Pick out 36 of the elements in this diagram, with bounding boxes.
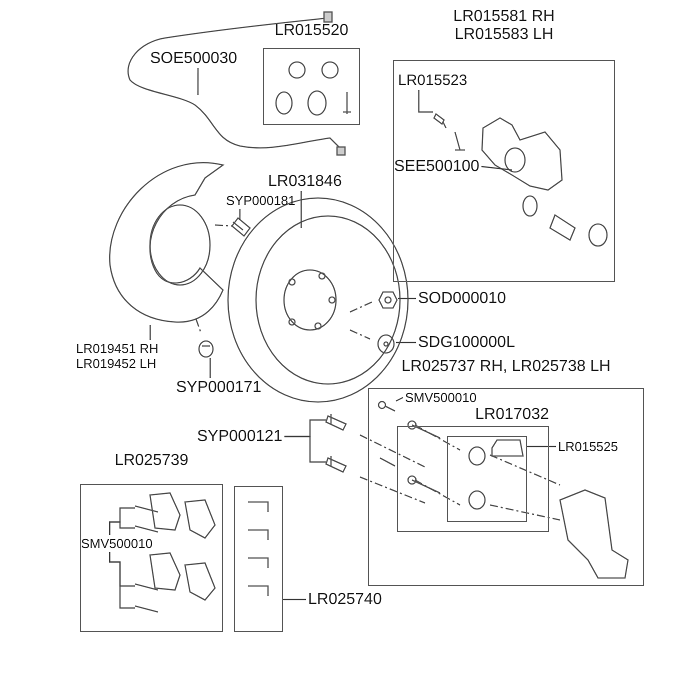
leader-line: [396, 396, 404, 402]
part-number: SMV500010: [81, 537, 153, 552]
part-number: LR015581 RH: [452, 8, 556, 26]
leader-line: [300, 191, 302, 228]
part-number: LR015523: [398, 72, 468, 90]
part-number: LR025737 RH, LR025738 LH: [400, 358, 612, 376]
leader-line: [398, 298, 416, 300]
part-number: LR025739: [114, 452, 190, 470]
leader-line: [109, 521, 135, 535]
part-number: SOD000010: [418, 290, 506, 308]
leader-line: [418, 90, 433, 113]
part-number: SYP000171: [176, 379, 262, 398]
part-number: LR015583 LH: [454, 26, 554, 45]
part-number: SDG100000L: [418, 334, 515, 352]
leader-line: [284, 436, 326, 463]
part-number: LR015520: [274, 22, 350, 40]
leader-line: [283, 598, 306, 600]
leader-line: [150, 325, 151, 340]
part-number: SYP000121: [197, 428, 282, 446]
leader-line: [239, 209, 240, 220]
part-number: LR025740: [308, 591, 382, 610]
part-number: LR019451 RH: [76, 342, 158, 357]
part-number: LR031846: [268, 173, 342, 192]
leader-line: [210, 358, 211, 378]
leader-line: [481, 166, 512, 171]
leader-line: [527, 446, 556, 448]
part-number: SMV500010: [405, 391, 477, 406]
leader-line: [396, 342, 416, 344]
part-number: LR019452 LH: [76, 356, 158, 372]
part-number: SEE500100: [394, 158, 480, 176]
part-number: LR015525: [558, 440, 618, 455]
part-number: SOE500030: [150, 50, 238, 68]
part-number: SYP000181: [226, 194, 296, 209]
leader-line: [197, 68, 199, 95]
part-number: LR017032: [474, 406, 549, 424]
leader-line: [109, 552, 135, 609]
